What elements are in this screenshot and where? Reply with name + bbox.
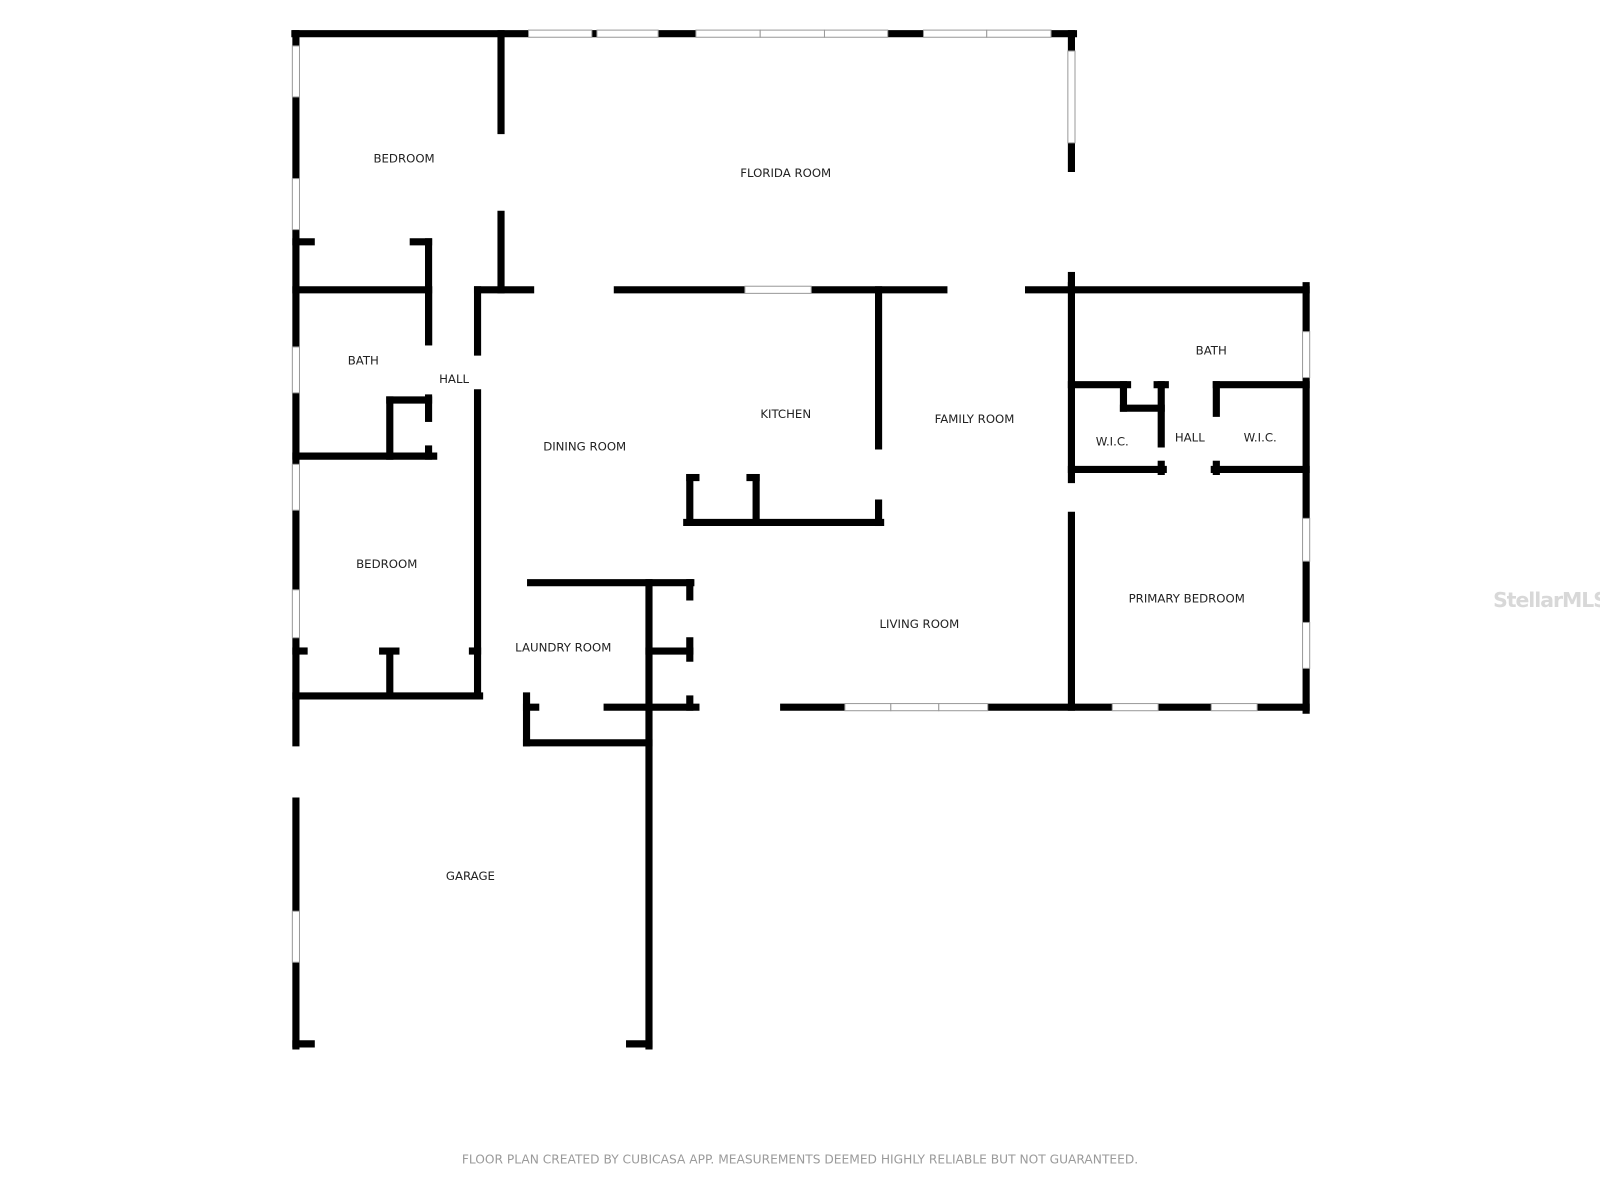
room-label-bath-2: BATH	[1196, 344, 1227, 358]
room-label-bedroom-2: BEDROOM	[356, 557, 417, 571]
window	[1302, 331, 1311, 379]
window	[844, 703, 892, 712]
window	[1302, 621, 1311, 669]
window	[744, 285, 812, 294]
room-label-wic-1: W.I.C.	[1096, 434, 1129, 448]
window	[1067, 50, 1076, 144]
room-label-bath-1: BATH	[348, 354, 379, 368]
window	[986, 29, 1052, 38]
window	[1302, 517, 1311, 562]
window	[291, 589, 300, 639]
room-label-hall-2: HALL	[1175, 430, 1205, 444]
room-label-living-room: LIVING ROOM	[880, 617, 960, 631]
room-label-family-room: FAMILY ROOM	[935, 412, 1015, 426]
window	[938, 703, 989, 712]
room-label-florida-room: FLORIDA ROOM	[740, 166, 831, 180]
window	[922, 29, 988, 38]
room-label-laundry-room: LAUNDRY ROOM	[515, 640, 611, 654]
window	[890, 703, 940, 712]
stellarmls-watermark: StellarMLS	[1493, 588, 1600, 612]
window	[695, 29, 761, 38]
footer-disclaimer: FLOOR PLAN CREATED BY CUBICASA APP. MEAS…	[462, 1152, 1138, 1166]
window	[759, 29, 825, 38]
room-label-hall-1: HALL	[439, 372, 469, 386]
room-label-wic-2: W.I.C.	[1244, 430, 1277, 444]
room-label-garage: GARAGE	[446, 869, 495, 883]
walls	[291, 30, 1310, 1050]
window	[291, 463, 300, 511]
window	[291, 178, 300, 231]
window	[291, 346, 300, 394]
room-label-primary-bedroom: PRIMARY BEDROOM	[1129, 591, 1245, 605]
window	[291, 45, 300, 98]
window	[596, 29, 659, 38]
window	[1111, 703, 1159, 712]
window	[291, 910, 300, 963]
window	[528, 29, 593, 38]
room-label-bedroom-1: BEDROOM	[373, 152, 434, 166]
window	[823, 29, 889, 38]
room-label-kitchen: KITCHEN	[760, 407, 811, 421]
windows	[291, 29, 1311, 963]
window	[1210, 703, 1258, 712]
room-label-dining-room: DINING ROOM	[543, 439, 626, 453]
